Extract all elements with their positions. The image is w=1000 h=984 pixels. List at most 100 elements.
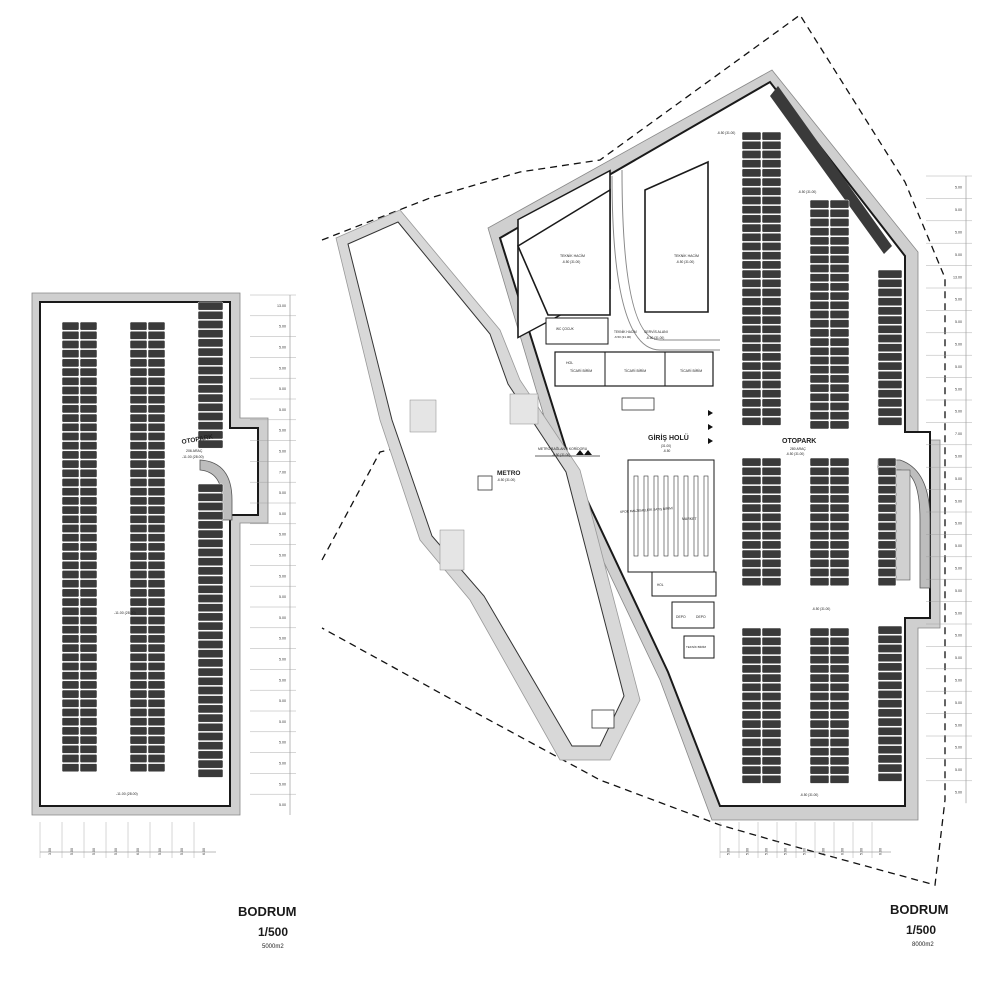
market-shelves <box>633 475 709 557</box>
dimension-label: 5.00 <box>279 658 286 662</box>
right-elev-mid: -6.50 (31.00) <box>812 607 830 611</box>
parking-stall <box>741 288 762 297</box>
parking-stall <box>809 549 830 559</box>
parking-stall <box>147 349 166 359</box>
metro-sub: -6.50 (31.00) <box>497 478 515 482</box>
parking-stall <box>129 717 148 727</box>
parking-stall <box>829 346 850 356</box>
dimension-label: 5.00 <box>955 387 962 391</box>
parking-stall <box>79 441 98 451</box>
parking-stall <box>741 361 762 371</box>
parking-stall <box>741 315 762 325</box>
market-shelf <box>703 475 709 557</box>
dimension-label: 6.00 <box>202 848 206 855</box>
dimension-label: 5.00 <box>955 656 962 660</box>
parking-stall <box>147 689 166 699</box>
parking-stall <box>61 689 80 699</box>
parking-stall <box>147 340 166 349</box>
right-area: 8000m2 <box>912 942 934 948</box>
parking-stall <box>79 404 98 414</box>
parking-stall <box>61 542 80 552</box>
parking-stall <box>129 358 148 368</box>
parking-stall <box>761 140 782 150</box>
parking-stall <box>147 330 166 340</box>
parking-stall <box>829 756 850 766</box>
parking-stall <box>877 380 903 389</box>
parking-stall <box>147 763 166 773</box>
parking-stall <box>741 655 762 665</box>
dimension-label: 5.00 <box>180 848 184 855</box>
parking-stall <box>761 159 782 169</box>
dimension-label: 5.00 <box>279 782 286 786</box>
parking-stall <box>61 662 80 671</box>
parking-stall <box>761 343 782 353</box>
dimension-label: 5.00 <box>279 554 286 558</box>
parking-stall <box>741 774 762 784</box>
metro-corridor-label: METRO BAĞLANTI KORİDORU <box>538 446 588 451</box>
dimension-label: 5.00 <box>92 848 96 855</box>
parking-stall <box>829 627 850 637</box>
metro-stair-2 <box>509 393 539 425</box>
parking-stall <box>61 671 80 681</box>
parking-stall <box>61 376 80 386</box>
teknik-birim-block <box>683 635 715 659</box>
parking-stall <box>809 646 830 655</box>
dimension-label: 5.00 <box>746 848 750 855</box>
parking-stall <box>147 616 166 625</box>
parking-stall <box>761 673 782 683</box>
parking-stall <box>129 524 148 533</box>
parking-stall <box>129 496 148 506</box>
parking-stall <box>61 735 80 745</box>
parking-stall <box>761 177 782 187</box>
parking-stall <box>61 744 80 754</box>
giris-sub2: -6.50 <box>663 449 670 453</box>
parking-stall <box>761 512 782 522</box>
dimension-label: 5.00 <box>279 574 286 578</box>
parking-stall <box>741 457 762 467</box>
parking-stall <box>79 321 98 331</box>
parking-stall <box>809 710 830 720</box>
parking-stall <box>197 667 224 677</box>
parking-stall <box>197 612 224 622</box>
market-shelf <box>633 475 639 557</box>
parking-stall <box>61 349 80 359</box>
parking-stall <box>129 652 148 662</box>
parking-stall <box>79 340 98 349</box>
parking-stall <box>79 570 98 579</box>
parking-stall <box>877 671 903 681</box>
parking-stall <box>129 459 148 469</box>
parking-stall <box>809 411 830 421</box>
parking-stall <box>197 548 224 557</box>
parking-stall <box>761 738 782 747</box>
parking-stall <box>761 701 782 711</box>
parking-stall <box>79 708 98 717</box>
parking-stall <box>79 717 98 727</box>
parking-stall <box>741 627 762 637</box>
market-shelf <box>663 475 669 557</box>
dimension-label: 5.00 <box>955 679 962 683</box>
parking-stall <box>761 577 782 587</box>
depo2-label: DEPO <box>696 615 706 619</box>
parking-stall <box>761 260 782 270</box>
parking-stall <box>147 671 166 681</box>
dimension-label: 5.00 <box>955 768 962 772</box>
parking-stall <box>61 524 80 533</box>
parking-stall <box>79 432 98 441</box>
parking-stall <box>79 524 98 533</box>
dimension-label: 5.00 <box>955 298 962 302</box>
parking-stall <box>877 662 903 672</box>
parking-stall <box>61 386 80 395</box>
parking-stall <box>741 214 762 224</box>
teknik-room-2-shape <box>644 160 709 313</box>
parking-stall <box>877 407 903 417</box>
parking-stall <box>741 494 762 504</box>
parking-stall <box>197 584 224 594</box>
parking-stall <box>809 558 830 568</box>
parking-stall <box>197 566 224 576</box>
parking-stall <box>809 273 830 283</box>
parking-stall <box>761 380 782 389</box>
service-road-outer <box>611 175 720 351</box>
parking-stall <box>61 625 80 635</box>
parking-stall <box>197 529 224 539</box>
metro-corridor-elev: -6.50 (31.00) <box>552 453 570 457</box>
